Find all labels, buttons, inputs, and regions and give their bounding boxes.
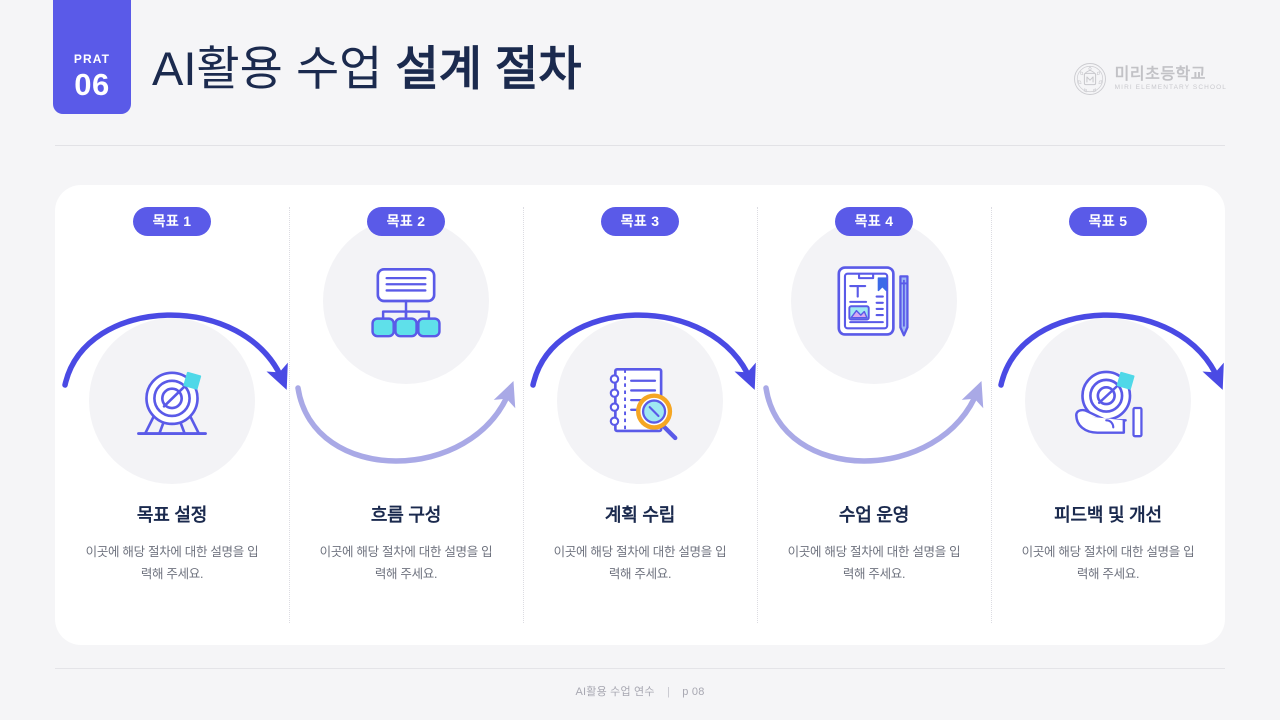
icon-stage-1: [55, 236, 289, 498]
footer-label: AI활용 수업 연수: [575, 686, 655, 698]
step-title-5: 피드백 및 개선: [1054, 505, 1162, 525]
footer: AI활용 수업 연수 | p 08: [0, 683, 1280, 699]
hand-target-icon: [1075, 370, 1143, 438]
flowchart-icon: [371, 268, 441, 338]
part-label: PRAT: [73, 52, 111, 66]
page-title: AI활용 수업 설계 절차: [152, 40, 582, 99]
part-number-badge: PRAT 06: [53, 0, 131, 114]
page-title-light: AI활용 수업: [152, 42, 396, 95]
icon-stage-5: [991, 236, 1225, 498]
step-badge-1: 목표 1: [132, 207, 212, 236]
icon-stage-4: [757, 218, 991, 498]
step-badge-5: 목표 5: [1068, 207, 1148, 236]
footer-divider: [55, 668, 1225, 669]
step-title-4: 수업 운영: [838, 505, 910, 525]
school-name-en: MIRI ELEMENTARY SCHOOL: [1114, 83, 1227, 91]
header-divider: [55, 145, 1225, 146]
process-card: 목표 1 목표 설정 이: [55, 185, 1225, 645]
step-desc-2: 이곳에 해당 절차에 대한 설명을 입력해 주세요.: [319, 545, 493, 581]
step-desc-4: 이곳에 해당 절차에 대한 설명을 입력해 주세요.: [787, 545, 961, 581]
school-crest-icon: [1073, 63, 1106, 95]
process-columns: 목표 1 목표 설정 이: [55, 185, 1225, 645]
part-number: 06: [74, 67, 110, 102]
process-step-3[interactable]: 목표 3: [523, 185, 757, 645]
process-step-1[interactable]: 목표 1 목표 설정 이: [55, 185, 289, 645]
footer-separator: |: [666, 686, 671, 698]
step-badge-3: 목표 3: [600, 207, 680, 236]
step-title-3: 계획 수립: [604, 505, 676, 525]
step-desc-1: 이곳에 해당 절차에 대한 설명을 입력해 주세요.: [85, 545, 259, 581]
step-title-2: 흐름 구성: [370, 505, 442, 525]
target-icon: [137, 371, 207, 436]
footer-page-number: p 08: [682, 686, 705, 698]
process-step-5[interactable]: 목표 5 피드백 및 개선 이곳: [991, 185, 1225, 645]
step-badge-4: 목표 4: [834, 207, 914, 236]
process-step-2[interactable]: 목표 2: [289, 185, 523, 645]
step-badge-2: 목표 2: [366, 207, 446, 236]
page-title-bold: 설계 절차: [395, 42, 582, 95]
school-logo: 미리초등학교 MIRI ELEMENTARY SCHOOL: [1073, 62, 1227, 96]
icon-stage-2: [289, 218, 523, 498]
step-desc-3: 이곳에 해당 절차에 대한 설명을 입력해 주세요.: [553, 545, 727, 581]
step-desc-5: 이곳에 해당 절차에 대한 설명을 입력해 주세요.: [1021, 545, 1195, 581]
document-pencil-icon: [837, 266, 909, 337]
school-logo-text: 미리초등학교 MIRI ELEMENTARY SCHOOL: [1114, 65, 1227, 92]
notebook-search-icon: [609, 368, 678, 441]
icon-stage-3: [523, 236, 757, 498]
process-step-4[interactable]: 목표 4: [757, 185, 991, 645]
school-name-ko: 미리초등학교: [1114, 65, 1206, 83]
step-title-1: 목표 설정: [136, 505, 208, 525]
